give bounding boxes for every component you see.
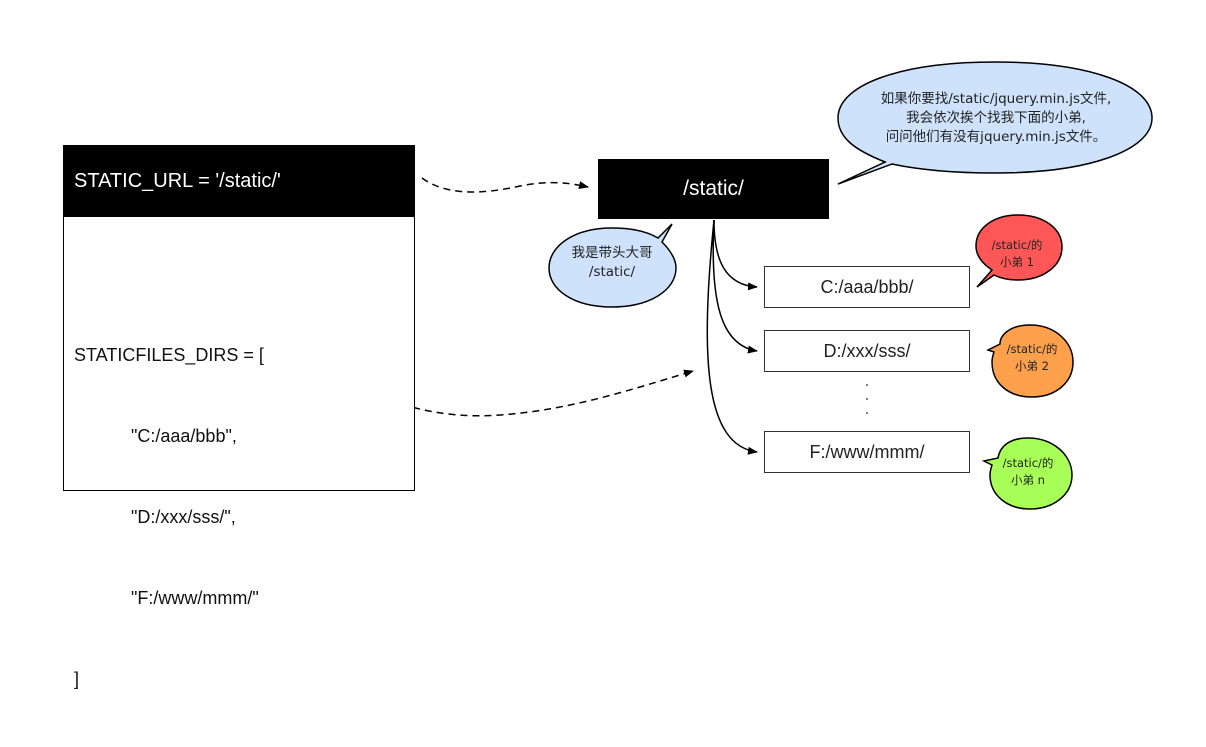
dirs-line-d: "D:/xxx/sss/", xyxy=(131,507,236,527)
badge-n-line1: /static/的 xyxy=(1002,456,1054,470)
badge-n-text: /static/的 小弟 n xyxy=(988,455,1068,489)
dir-node-f: F:/www/mmm/ xyxy=(764,431,970,473)
top-bubble-line: 问问他们有没有jquery.min.js文件。 xyxy=(885,129,1107,145)
dirs-line-open: STATICFILES_DIRS = [ xyxy=(74,345,264,365)
ellipsis-dot xyxy=(866,398,868,400)
badge-n-line2: 小弟 n xyxy=(1011,473,1045,487)
badge-2-bubble xyxy=(986,324,1074,398)
dir-node-d: D:/xxx/sss/ xyxy=(764,330,970,372)
static-url-setting: STATIC_URL = '/static/' xyxy=(64,146,414,217)
top-bubble-line: 我会依次挨个找我下面的小弟, xyxy=(906,110,1086,126)
badge-n-bubble xyxy=(981,437,1073,510)
leader-bubble-text: 我是带头大哥 /static/ xyxy=(548,244,676,282)
badge-2-line1: /static/的 xyxy=(1006,342,1058,356)
badge-1-line1: /static/的 xyxy=(991,238,1043,252)
branch-arrow-d xyxy=(712,219,758,354)
badge-2-text: /static/的 小弟 2 xyxy=(992,341,1072,375)
diagram-connectors xyxy=(324,61,1153,510)
dirs-line-close: ] xyxy=(74,669,80,689)
settings-card: STATIC_URL = '/static/' STATICFILES_DIRS… xyxy=(63,145,415,689)
leader-speech-bubble xyxy=(548,223,677,308)
staticfiles-dirs-setting: STATICFILES_DIRS = [ "C:/aaa/bbb", "D:/x… xyxy=(74,288,264,747)
top-bubble-text: 如果你要找/static/jquery.min.js文件, 我会依次挨个找我下面… xyxy=(846,90,1146,147)
dirs-line-c: "C:/aaa/bbb", xyxy=(131,426,237,446)
ellipsis-dot xyxy=(866,384,868,386)
badge-2-line2: 小弟 2 xyxy=(1015,359,1049,373)
dir-node-d-label: D:/xxx/sss/ xyxy=(823,340,911,361)
top-bubble-line: 如果你要找/static/jquery.min.js文件, xyxy=(880,91,1112,107)
dirs-line-f: "F:/www/mmm/" xyxy=(131,588,259,608)
static-root-node: /static/ xyxy=(598,159,829,219)
ellipsis-dot xyxy=(866,412,868,414)
badge-1-text: /static/的 小弟 1 xyxy=(977,237,1057,271)
dashed-arrow-static-url xyxy=(421,177,589,193)
badge-1-line2: 小弟 1 xyxy=(1000,255,1034,269)
static-root-label: /static/ xyxy=(683,177,744,200)
leader-bubble-line: 我是带头大哥 xyxy=(571,245,653,261)
badge-1-bubble xyxy=(975,214,1063,288)
dashed-arrow-staticfiles-dirs xyxy=(324,369,694,417)
leader-bubble-line: /static/ xyxy=(588,264,636,280)
dir-node-f-label: F:/www/mmm/ xyxy=(809,441,925,462)
dir-node-c: C:/aaa/bbb/ xyxy=(764,266,970,308)
dir-node-c-label: C:/aaa/bbb/ xyxy=(820,276,914,297)
top-speech-bubble xyxy=(837,61,1153,185)
branch-arrow-f xyxy=(706,219,758,455)
branch-arrow-c xyxy=(713,219,758,291)
